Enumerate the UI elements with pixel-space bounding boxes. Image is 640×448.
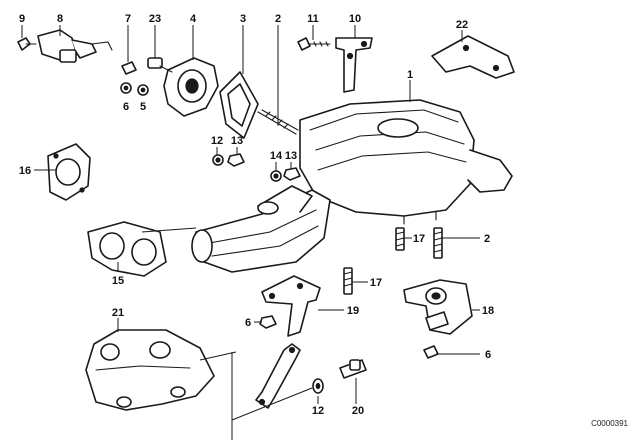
leader-lines [21,25,480,440]
callout-15: 15 [112,275,124,287]
callout-4: 4 [190,13,197,25]
part-11-bolt [297,37,331,51]
callout-16: 16 [19,165,31,177]
part-17-stud-lower [343,267,353,295]
part-8-sensor [37,29,113,63]
callout-18: 18 [482,305,494,317]
callout-3: 3 [240,13,246,25]
part-18-clamp [403,279,473,335]
callout-11: 11 [307,13,319,25]
part-20-bolt [339,359,367,379]
callout-20: 20 [352,405,364,417]
part-6-washer-top [120,82,132,94]
callout-6-lower: 6 [485,349,491,361]
callout-12-lower: 12 [312,405,324,417]
part-12-washer-lower [312,378,324,394]
callout-13-left: 13 [231,135,243,147]
callout-23: 23 [149,13,161,25]
lower-link-arm [255,343,301,409]
callout-17-lower: 17 [370,277,382,289]
part-9-bolt [17,37,37,51]
callout-13-right: 13 [285,150,297,162]
part-16-gasket [47,143,91,201]
callout-19: 19 [347,305,359,317]
part-17-stud-upper [395,227,405,251]
part-21-mount-bracket [85,329,215,411]
part-22-bracket-plate [431,35,515,79]
part-1-muffler [299,99,513,225]
callout-7: 7 [125,13,131,25]
part-13-nut-left [227,153,245,167]
part-7-nut [121,61,137,75]
part-14-washer [270,170,282,182]
callout-6-middle: 6 [245,317,251,329]
callout-14: 14 [270,150,283,162]
callout-9: 9 [19,13,25,25]
part-10-bracket [335,37,373,93]
callout-10: 10 [349,13,361,25]
part-19-bracket [261,275,321,337]
part-3-gasket [219,71,259,139]
part-15-double-gasket [87,221,167,277]
part-6-nut-lower [423,345,439,359]
part-6-nut-middle [259,315,277,329]
diagram-code: C0000391 [591,419,628,428]
callout-22: 22 [456,19,468,31]
part-13-nut-right [283,167,301,181]
part-4-flange [159,57,219,117]
part-2-stud-right [433,227,443,259]
callout-8: 8 [57,13,63,25]
manifold-pipes [191,185,331,273]
part-12-washer-upper [212,154,224,166]
callout-21: 21 [112,307,124,319]
callout-2-top: 2 [275,13,281,25]
callout-2-right: 2 [484,233,490,245]
callout-17-upper: 17 [413,233,425,245]
callout-labels: 9 8 7 23 4 3 2 11 10 22 1 6 5 12 13 14 1… [19,13,629,428]
callout-12-upper: 12 [211,135,223,147]
callout-1: 1 [407,69,413,81]
callout-6-top: 6 [123,101,129,113]
callout-5: 5 [140,101,146,113]
part-5-washer [137,84,149,96]
part-2-stud-upper [257,109,299,135]
